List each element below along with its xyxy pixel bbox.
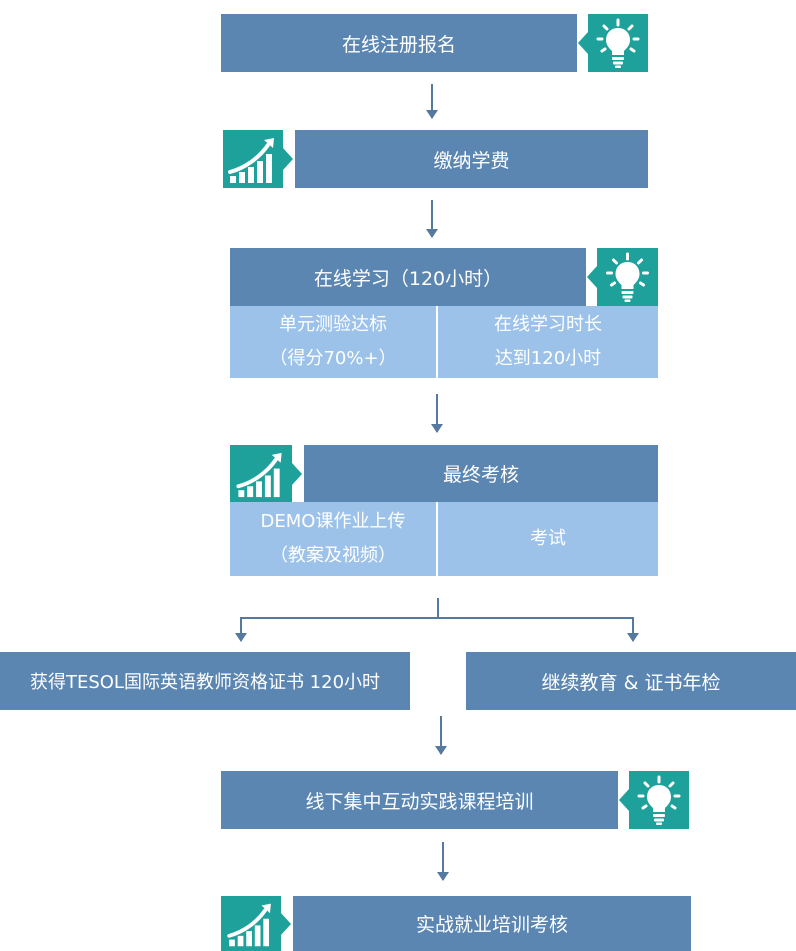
arrow-2: [426, 200, 438, 238]
growth-chart-icon: [221, 896, 291, 951]
lightbulb-icon: [619, 771, 689, 829]
final-demo-line1: DEMO课作业上传: [260, 511, 406, 532]
arrow-5: [435, 716, 447, 755]
growth-chart-icon: [223, 130, 293, 188]
step-employment-label: 实战就业培训考核: [415, 914, 568, 936]
step-employment: 实战就业培训考核: [293, 896, 691, 951]
outcome-continuing-label: 继续教育 & 证书年检: [541, 671, 721, 694]
arrow-6: [437, 842, 449, 881]
arrow-branch-right: [627, 617, 639, 642]
step-final: 最终考核: [304, 445, 658, 502]
lightbulb-icon: [578, 14, 648, 72]
step-offline: 线下集中互动实践课程培训: [221, 771, 618, 829]
final-exam-label: 考试: [530, 528, 566, 549]
step-register: 在线注册报名: [221, 14, 577, 72]
study-condition-quiz: 单元测验达标 （得分70%+）: [230, 306, 436, 378]
outcome-certificate-label: 获得TESOL国际英语教师资格证书 120小时: [29, 672, 381, 693]
lightbulb-icon: [587, 248, 658, 306]
study-hours-line1: 在线学习时长: [494, 314, 602, 335]
study-hours-line2: 达到120小时: [494, 348, 602, 369]
step-study: 在线学习（120小时）: [230, 248, 586, 306]
step-pay-label: 缴纳学费: [433, 149, 510, 172]
arrow-1: [426, 84, 438, 119]
step-register-label: 在线注册报名: [341, 33, 456, 56]
step-pay: 缴纳学费: [295, 130, 648, 188]
study-condition-hours: 在线学习时长 达到120小时: [438, 306, 658, 378]
step-offline-label: 线下集中互动实践课程培训: [305, 790, 534, 813]
branch-stem: [437, 598, 439, 618]
final-demo-line2: （教案及视频）: [270, 545, 396, 566]
arrow-branch-left: [235, 617, 247, 642]
step-study-title: 在线学习（120小时）: [313, 267, 503, 290]
study-quiz-line2: （得分70%+）: [269, 348, 397, 369]
arrow-3: [431, 394, 443, 433]
final-exam: 考试: [438, 502, 658, 576]
step-final-title: 最终考核: [442, 464, 519, 486]
branch-bar: [240, 617, 634, 619]
growth-chart-icon: [230, 445, 302, 502]
outcome-certificate: 获得TESOL国际英语教师资格证书 120小时: [0, 652, 410, 710]
outcome-continuing: 继续教育 & 证书年检: [466, 652, 796, 710]
study-quiz-line1: 单元测验达标: [279, 314, 387, 335]
final-demo-upload: DEMO课作业上传 （教案及视频）: [230, 502, 436, 576]
